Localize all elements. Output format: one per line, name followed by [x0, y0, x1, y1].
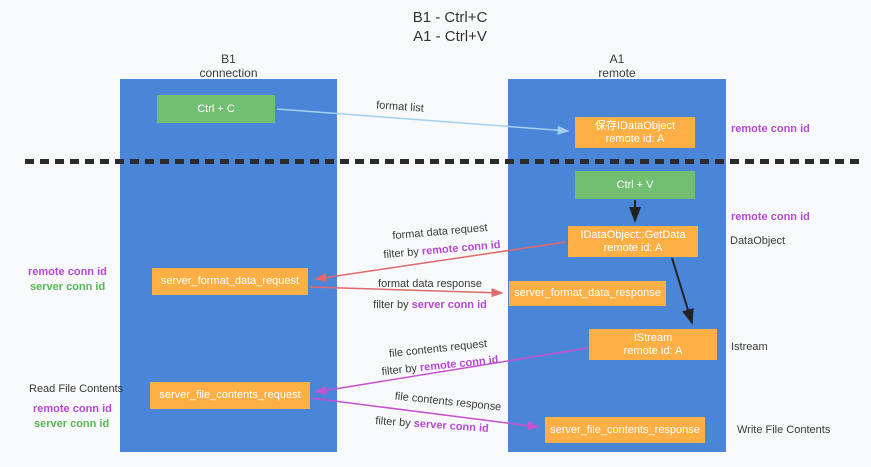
filter-by-server-conn-id-label-1: filter by server conn id — [373, 299, 487, 311]
dataobject-annotation: DataObject — [730, 235, 786, 247]
right-column-subtitle: remote — [598, 66, 636, 80]
server-file-contents-response-box: server_file_contents_response — [545, 417, 705, 443]
ctrl-c-label: Ctrl + C — [197, 102, 235, 115]
filter-by-text: filter by — [373, 299, 412, 311]
istream-box: IStream remote id: A — [589, 329, 717, 360]
write-file-contents-annotation: Write File Contents — [737, 424, 831, 436]
save-dataobject-line1: 保存IDataObject — [594, 119, 676, 132]
server-file-contents-request-box: server_file_contents_request — [150, 382, 310, 409]
left-column-header: B1 connection — [120, 52, 337, 80]
left-column-subtitle: connection — [199, 66, 258, 80]
server-format-data-request-label: server_format_data_request — [160, 275, 300, 287]
server-conn-id-text: server conn id — [411, 299, 487, 311]
istream-line1: IStream — [633, 331, 673, 344]
diagram-title: B1 - Ctrl+C A1 - Ctrl+V — [30, 8, 870, 46]
remote-conn-id-text: remote conn id — [419, 353, 499, 375]
filter-by-text: filter by — [381, 362, 421, 379]
session-divider-dashed-line — [25, 159, 861, 164]
remote-conn-id-annotation-top: remote conn id — [731, 123, 810, 135]
remote-conn-id-annotation-left: remote conn id — [28, 266, 107, 278]
filter-by-server-conn-id-label-2: filter by server conn id — [375, 415, 489, 435]
server-conn-id-text: server conn id — [413, 417, 490, 435]
istream-annotation: Istream — [731, 341, 768, 353]
right-column-header: A1 remote — [508, 52, 726, 80]
file-contents-response-label: file contents response — [394, 390, 502, 414]
remote-conn-id-text: remote conn id — [421, 238, 501, 258]
getdata-box: IDataObject::GetData remote id: A — [568, 226, 698, 257]
server-file-contents-response-label: server_file_contents_response — [550, 423, 700, 436]
filter-by-remote-conn-id-label-1: filter by remote conn id — [383, 239, 501, 261]
format-data-response-label: format data response — [378, 278, 482, 290]
server-format-data-response-box: server_format_data_response — [509, 281, 666, 306]
server-format-data-request-box: server_format_data_request — [152, 268, 308, 295]
remote-conn-id-annotation-bottom-left: remote conn id — [33, 403, 112, 415]
format-data-request-label: format data request — [391, 221, 489, 243]
getdata-line2: remote id: A — [603, 241, 663, 254]
istream-line2: remote id: A — [623, 344, 683, 357]
left-column-name: B1 — [221, 52, 236, 66]
server-conn-id-annotation-bottom-left: server conn id — [34, 418, 110, 430]
title-line-1: B1 - Ctrl+C — [412, 9, 488, 26]
server-format-data-response-label: server_format_data_response — [514, 287, 661, 299]
filter-by-text: filter by — [374, 415, 415, 430]
remote-conn-id-annotation-mid: remote conn id — [731, 211, 810, 223]
filter-by-text: filter by — [383, 245, 423, 262]
ctrl-v-label: Ctrl + V — [616, 178, 654, 191]
getdata-line1: IDataObject::GetData — [580, 228, 686, 241]
right-column-name: A1 — [609, 52, 625, 66]
format-list-label: format list — [375, 99, 425, 115]
server-conn-id-annotation-left: server conn id — [30, 281, 106, 293]
title-line-2: A1 - Ctrl+V — [413, 28, 487, 45]
read-file-contents-annotation: Read File Contents — [29, 383, 124, 395]
ctrl-v-box: Ctrl + V — [575, 171, 695, 199]
ctrl-c-box: Ctrl + C — [157, 95, 275, 123]
server-file-contents-request-label: server_file_contents_request — [159, 389, 301, 401]
save-dataobject-box: 保存IDataObject remote id: A — [575, 117, 695, 148]
save-dataobject-line2: remote id: A — [605, 132, 665, 145]
